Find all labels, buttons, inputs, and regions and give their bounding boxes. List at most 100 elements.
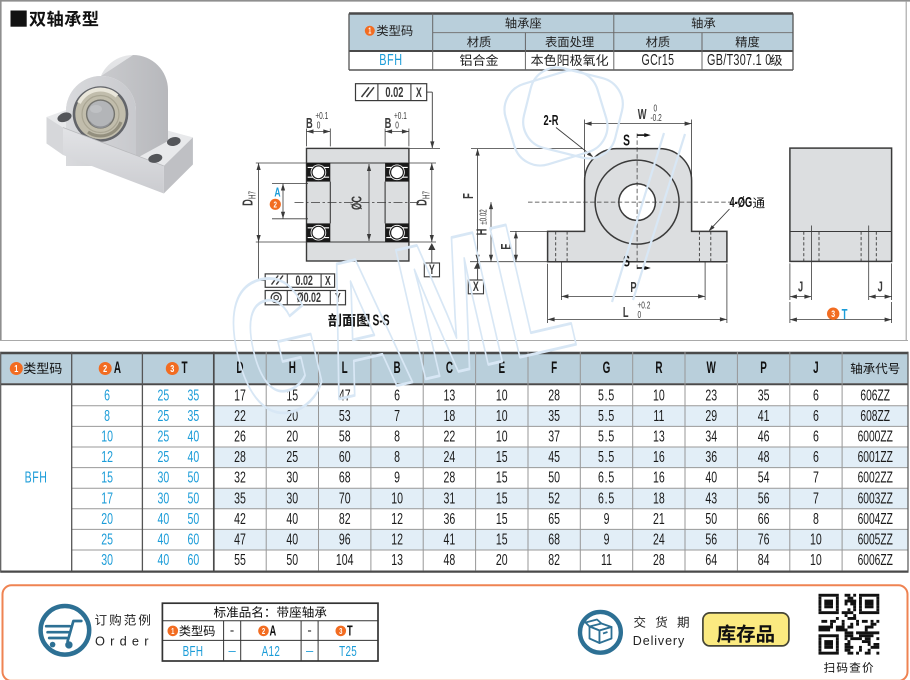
svg-text:8: 8 — [104, 407, 110, 425]
svg-text:40: 40 — [158, 551, 170, 569]
svg-text:25: 25 — [158, 386, 170, 404]
svg-text:F: F — [460, 193, 477, 199]
svg-text:B: B — [306, 115, 313, 132]
svg-text:46: 46 — [758, 427, 770, 445]
svg-text:18: 18 — [444, 407, 456, 425]
svg-text:36: 36 — [705, 448, 717, 466]
svg-text:0: 0 — [654, 102, 658, 114]
svg-text:23: 23 — [705, 386, 717, 404]
svg-text:10: 10 — [496, 427, 508, 445]
svg-text:4-ØG: 4-ØG — [730, 194, 753, 211]
svg-text:1: 1 — [14, 363, 18, 374]
svg-text:48: 48 — [444, 551, 456, 569]
svg-text:47: 47 — [234, 530, 246, 548]
svg-text:X: X — [416, 86, 422, 100]
svg-text:3: 3 — [170, 363, 174, 374]
svg-text:G: G — [603, 358, 611, 376]
svg-text:66: 66 — [758, 510, 770, 528]
svg-text:P: P — [630, 279, 636, 296]
svg-text:45: 45 — [548, 448, 560, 466]
svg-text:S-S: S-S — [373, 311, 390, 329]
svg-text:40: 40 — [158, 510, 170, 528]
svg-text:40: 40 — [158, 530, 170, 548]
svg-text:BFH: BFH — [379, 51, 402, 68]
svg-text:31: 31 — [444, 489, 456, 507]
svg-text:28: 28 — [548, 386, 560, 404]
svg-text:B: B — [385, 115, 392, 132]
svg-text:25: 25 — [158, 427, 170, 445]
svg-text:17: 17 — [234, 386, 246, 404]
svg-text:10: 10 — [810, 551, 822, 569]
svg-text:12: 12 — [101, 448, 113, 466]
svg-text:50: 50 — [188, 469, 200, 487]
svg-text:D: D — [413, 199, 430, 206]
svg-text:8: 8 — [813, 510, 819, 528]
svg-text:34: 34 — [705, 427, 717, 445]
svg-text:16: 16 — [653, 448, 665, 466]
svg-text:28: 28 — [234, 448, 246, 466]
svg-text:H: H — [473, 229, 490, 236]
svg-text:68: 68 — [548, 530, 560, 548]
svg-text:10: 10 — [810, 530, 822, 548]
svg-text:6: 6 — [813, 448, 819, 466]
svg-text:15: 15 — [496, 469, 508, 487]
svg-text:15: 15 — [496, 530, 508, 548]
svg-text:2: 2 — [262, 627, 265, 636]
svg-text:P: P — [760, 358, 767, 376]
svg-text:25: 25 — [158, 448, 170, 466]
svg-text:0: 0 — [395, 119, 399, 131]
svg-text:40: 40 — [286, 510, 298, 528]
svg-text:H7: H7 — [246, 191, 258, 199]
svg-text:2-R: 2-R — [544, 112, 559, 129]
svg-text:1: 1 — [368, 28, 371, 36]
svg-text:20: 20 — [496, 551, 508, 569]
svg-text:T25: T25 — [339, 643, 357, 659]
svg-text:26: 26 — [234, 427, 246, 445]
svg-text:5.5: 5.5 — [598, 407, 615, 425]
svg-text:-0.2: -0.2 — [651, 111, 662, 123]
svg-text:24: 24 — [444, 448, 456, 466]
svg-text:12: 12 — [391, 510, 403, 528]
svg-text:L: L — [342, 358, 348, 376]
svg-text:84: 84 — [758, 551, 770, 569]
svg-text:E: E — [498, 243, 515, 249]
svg-text:608ZZ: 608ZZ — [860, 407, 890, 425]
svg-text:C: C — [446, 358, 453, 376]
svg-text:24: 24 — [653, 530, 665, 548]
svg-text:L: L — [623, 304, 629, 321]
svg-text:47: 47 — [339, 386, 351, 404]
svg-text:56: 56 — [705, 530, 717, 548]
svg-text:R: R — [655, 358, 662, 376]
svg-text:40: 40 — [705, 469, 717, 487]
svg-text:1: 1 — [171, 627, 174, 636]
svg-text:8: 8 — [394, 427, 400, 445]
svg-text:10: 10 — [101, 427, 113, 445]
svg-text:3: 3 — [339, 627, 342, 636]
svg-text:48: 48 — [758, 448, 770, 466]
svg-text:30: 30 — [158, 469, 170, 487]
svg-text:6: 6 — [813, 427, 819, 445]
svg-text:11: 11 — [653, 407, 664, 425]
svg-text:22: 22 — [234, 407, 246, 425]
svg-text:9: 9 — [604, 530, 610, 548]
svg-text:13: 13 — [391, 551, 403, 569]
svg-text:6.5: 6.5 — [598, 469, 615, 487]
svg-text:25: 25 — [286, 448, 298, 466]
svg-text:6000ZZ: 6000ZZ — [858, 427, 893, 445]
svg-text:10: 10 — [496, 407, 508, 425]
svg-text:–: – — [228, 643, 236, 658]
svg-text:35: 35 — [758, 386, 770, 404]
svg-text:6003ZZ: 6003ZZ — [858, 489, 893, 507]
svg-text:30: 30 — [286, 469, 298, 487]
svg-text:B: B — [394, 358, 401, 376]
svg-text:9: 9 — [394, 469, 400, 487]
svg-text:W: W — [707, 358, 716, 376]
svg-text:20: 20 — [101, 510, 113, 528]
svg-text:53: 53 — [339, 407, 351, 425]
svg-text:15: 15 — [286, 386, 298, 404]
svg-text:6: 6 — [813, 407, 819, 425]
svg-text:13: 13 — [444, 386, 456, 404]
svg-text:104: 104 — [336, 551, 354, 569]
svg-text:–: – — [306, 643, 314, 658]
svg-text:GB/T307.1 0: GB/T307.1 0 — [707, 51, 772, 68]
